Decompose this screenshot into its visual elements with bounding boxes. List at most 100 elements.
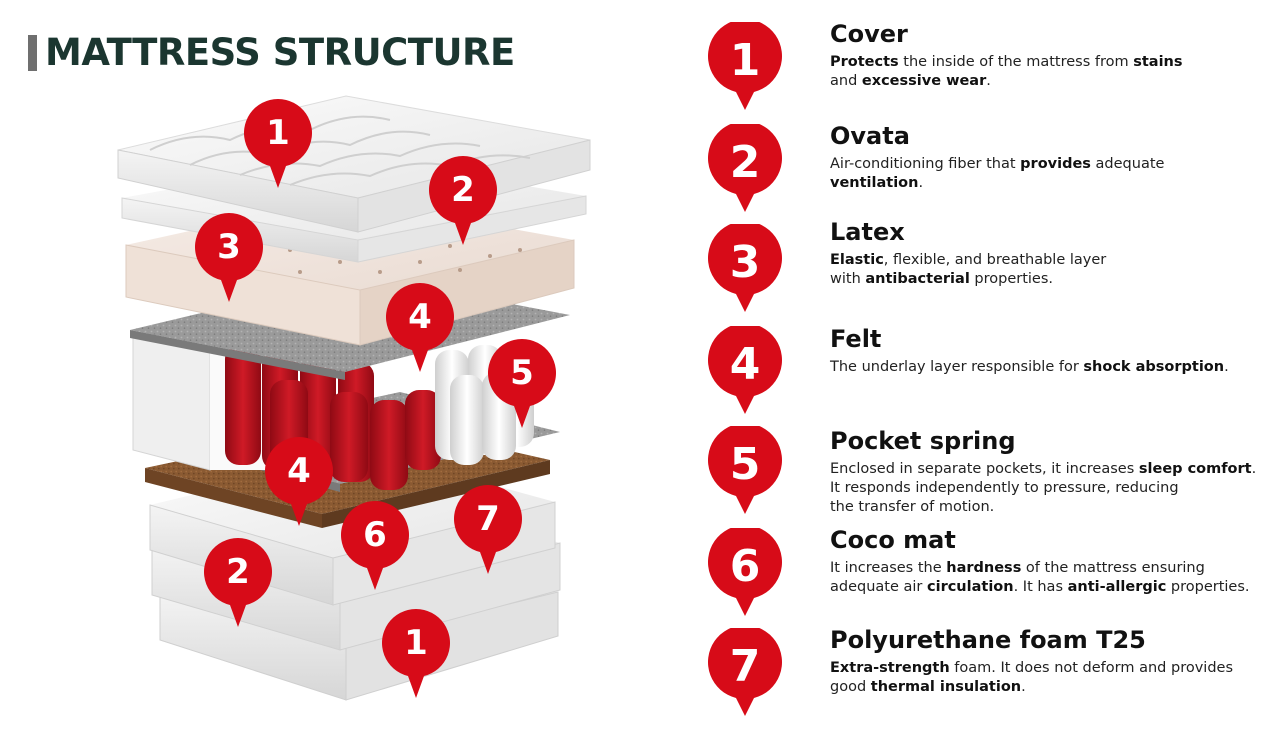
svg-text:4: 4 <box>730 339 761 390</box>
description-bold-text: anti-allergic <box>1067 579 1167 595</box>
description-text: adequate air <box>830 579 927 595</box>
description-text: . <box>1021 679 1026 695</box>
svg-text:2: 2 <box>451 170 475 210</box>
svg-text:1: 1 <box>404 623 428 663</box>
description-text: and <box>830 73 862 89</box>
svg-text:6: 6 <box>730 541 761 592</box>
description-text: . It has <box>1013 579 1068 595</box>
description-line: Extra-strength foam. It does not deform … <box>830 659 1270 678</box>
illustration-pin-4-bottom: 4 <box>263 434 335 534</box>
illustration-pin-4-top: 4 <box>384 280 456 380</box>
layer-description: Protects the inside of the mattress from… <box>830 53 1270 91</box>
mattress-illustration <box>117 95 591 701</box>
layer-title: Polyurethane foam T25 <box>830 626 1146 654</box>
illustration-pin-7: 7 <box>452 482 524 582</box>
legend-pin-4: 4 <box>705 326 785 418</box>
layer-description: It increases the hardness of the mattres… <box>830 559 1270 597</box>
layer-item-ovata: Ovata Air-conditioning fiber that provid… <box>830 124 1270 193</box>
description-text: . <box>1224 359 1229 375</box>
illustration-pin-1-top: 1 <box>242 96 314 196</box>
svg-text:2: 2 <box>730 137 761 188</box>
layer-title: Felt <box>830 325 882 353</box>
svg-text:3: 3 <box>730 237 761 288</box>
description-text: foam. It does not deform and provides <box>949 660 1233 676</box>
illustration-pin-6: 6 <box>339 498 411 598</box>
illustration-pin-5: 5 <box>486 336 558 436</box>
description-line: with antibacterial properties. <box>830 270 1270 289</box>
description-text: . <box>918 175 924 191</box>
description-text: of the mattress ensuring <box>1021 560 1205 576</box>
description-bold-text: Extra-strength <box>830 660 950 676</box>
description-line: It responds independently to pressure, r… <box>830 479 1270 498</box>
description-bold-text: Protects <box>830 54 899 70</box>
illustration-pin-1-bottom: 1 <box>380 606 452 706</box>
description-text: adequate <box>1090 156 1165 172</box>
svg-text:4: 4 <box>408 297 432 337</box>
illustration-pin-3: 3 <box>193 210 265 310</box>
svg-text:1: 1 <box>730 35 761 86</box>
description-text: the transfer of motion. <box>830 499 995 515</box>
description-text: with <box>830 271 866 287</box>
legend-pin-6: 6 <box>705 528 785 620</box>
svg-text:1: 1 <box>266 113 290 153</box>
layer-title: Latex <box>830 218 905 246</box>
description-line: The underlay layer responsible for shock… <box>830 358 1270 377</box>
description-bold-text: provides <box>1020 156 1091 172</box>
layer-description: The underlay layer responsible for shock… <box>830 358 1270 377</box>
description-bold-text: thermal insulation <box>870 679 1022 695</box>
description-text: Enclosed in separate pockets, it increas… <box>830 461 1139 477</box>
description-text: good <box>830 679 871 695</box>
description-bold-text: Elastic <box>830 252 884 268</box>
page-title: MATTRESS STRUCTURE <box>45 31 515 74</box>
legend-pin-2: 2 <box>705 124 785 216</box>
title-accent-bar <box>28 34 37 71</box>
description-line: adequate air circulation. It has anti-al… <box>830 578 1270 597</box>
description-bold-text: shock absorption <box>1083 359 1225 375</box>
description-bold-text: excessive wear <box>861 73 987 89</box>
description-line: the transfer of motion. <box>830 498 1270 517</box>
description-text: It increases the <box>830 560 947 576</box>
layer-title: Pocket spring <box>830 427 1016 455</box>
description-line: It increases the hardness of the mattres… <box>830 559 1270 578</box>
description-text: . <box>1251 461 1257 477</box>
description-line: Enclosed in separate pockets, it increas… <box>830 460 1270 479</box>
description-text: It responds independently to pressure, r… <box>830 480 1179 496</box>
description-line: Elastic, flexible, and breathable layer <box>830 251 1270 270</box>
legend-pin-3: 3 <box>705 224 785 316</box>
svg-text:7: 7 <box>476 499 500 539</box>
layer-item-latex: Latex Elastic, flexible, and breathable … <box>830 220 1270 289</box>
description-text: properties. <box>1166 579 1250 595</box>
layer-item-polyurethane-foam: Polyurethane foam T25 Extra-strength foa… <box>830 628 1270 697</box>
description-bold-text: antibacterial <box>865 271 970 287</box>
description-bold-text: sleep comfort <box>1138 461 1252 477</box>
svg-text:6: 6 <box>363 515 387 555</box>
description-text: the inside of the mattress from <box>898 54 1134 70</box>
description-text: , flexible, and breathable layer <box>883 252 1107 268</box>
layer-item-cover: Cover Protects the inside of the mattres… <box>830 22 1270 91</box>
layer-item-pocket-spring: Pocket spring Enclosed in separate pocke… <box>830 429 1270 517</box>
svg-text:5: 5 <box>730 439 761 490</box>
legend-pin-5: 5 <box>705 426 785 518</box>
layer-title: Coco mat <box>830 526 956 554</box>
svg-text:5: 5 <box>510 353 534 393</box>
legend-pin-1: 1 <box>705 22 785 114</box>
description-text: The underlay layer responsible for <box>830 359 1084 375</box>
description-text: Air-conditioning fiber that <box>830 156 1021 172</box>
svg-text:2: 2 <box>226 552 250 592</box>
description-text: properties. <box>969 271 1054 287</box>
page-title-block: MATTRESS STRUCTURE <box>28 34 515 71</box>
description-line: Air-conditioning fiber that provides ade… <box>830 155 1270 174</box>
layer-item-coco-mat: Coco mat It increases the hardness of th… <box>830 528 1270 597</box>
description-text: . <box>986 73 991 89</box>
illustration-pin-2-top: 2 <box>427 153 499 253</box>
layer-title: Ovata <box>830 122 910 150</box>
layer-title: Cover <box>830 20 908 48</box>
layer-item-felt: Felt The underlay layer responsible for … <box>830 327 1270 377</box>
description-line: ventilation. <box>830 174 1270 193</box>
layer-description: Air-conditioning fiber that provides ade… <box>830 155 1270 193</box>
legend-pin-7: 7 <box>705 628 785 720</box>
svg-text:4: 4 <box>287 451 311 491</box>
description-bold-text: stains <box>1133 54 1183 70</box>
svg-text:7: 7 <box>730 641 761 692</box>
illustration-pin-2-bottom: 2 <box>202 535 274 635</box>
